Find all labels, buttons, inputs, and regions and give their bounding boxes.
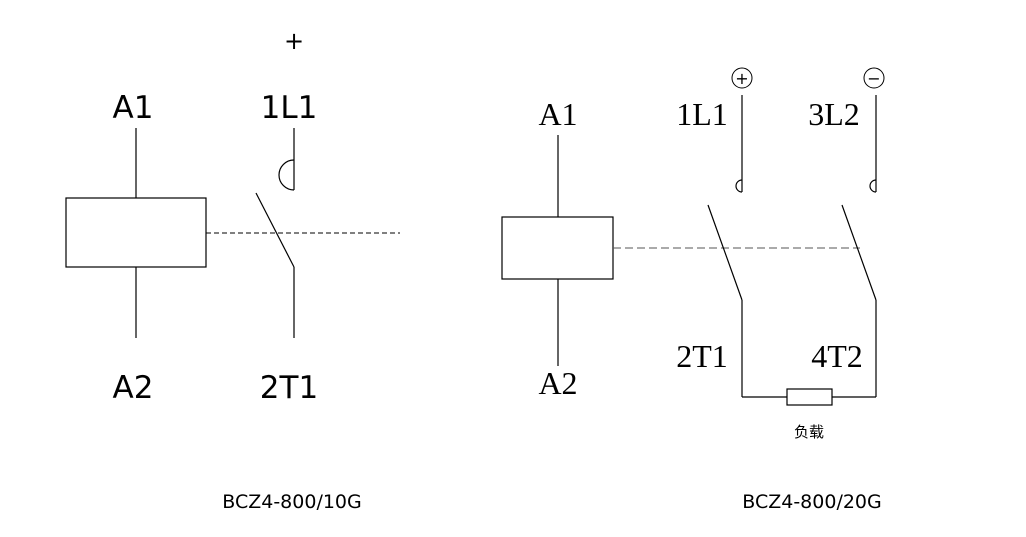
load-label: 负载: [794, 423, 824, 441]
right-contact2-blade: [841, 204, 877, 301]
left-coil-top-label: A1: [113, 90, 154, 126]
left-caption: BCZ4-800/10G: [222, 491, 362, 513]
right-contact2-arc: [869, 179, 877, 193]
right-contact1-top-label: 1L1: [676, 96, 728, 132]
left-plus-sign: +: [284, 27, 304, 55]
right-contact1-blade: [707, 204, 743, 301]
left-diagram: + A1 1L1 A2 2T1 BCZ4-800/10G: [65, 27, 400, 513]
left-contact-top-label: 1L1: [261, 90, 318, 126]
left-coil-bottom-label: A2: [113, 370, 154, 406]
left-contact-bottom-label: 2T1: [260, 370, 318, 406]
left-contact-arc: [278, 159, 295, 191]
right-caption: BCZ4-800/20G: [742, 491, 882, 513]
right-contact1-arc: [735, 179, 743, 193]
right-coil-box: [501, 216, 614, 280]
right-contact2-top-label: 3L2: [808, 96, 860, 132]
minus-circle-icon: [863, 67, 885, 89]
plus-symbol: +: [735, 69, 748, 88]
load-resistor: [786, 388, 833, 406]
right-diagram: + − A1 1L1 3L2 负载 2T1 4T2 A2 BCZ4-800/20…: [501, 67, 885, 513]
right-contact2-bottom-label: 4T2: [811, 338, 863, 374]
right-coil-top-label: A1: [538, 96, 577, 132]
right-coil-bottom-label: A2: [538, 365, 577, 401]
plus-circle-icon: [731, 67, 753, 89]
right-contact1-bottom-label: 2T1: [676, 338, 728, 374]
left-contact-blade: [255, 192, 295, 268]
minus-symbol: −: [867, 69, 880, 88]
left-coil-box: [65, 197, 207, 268]
